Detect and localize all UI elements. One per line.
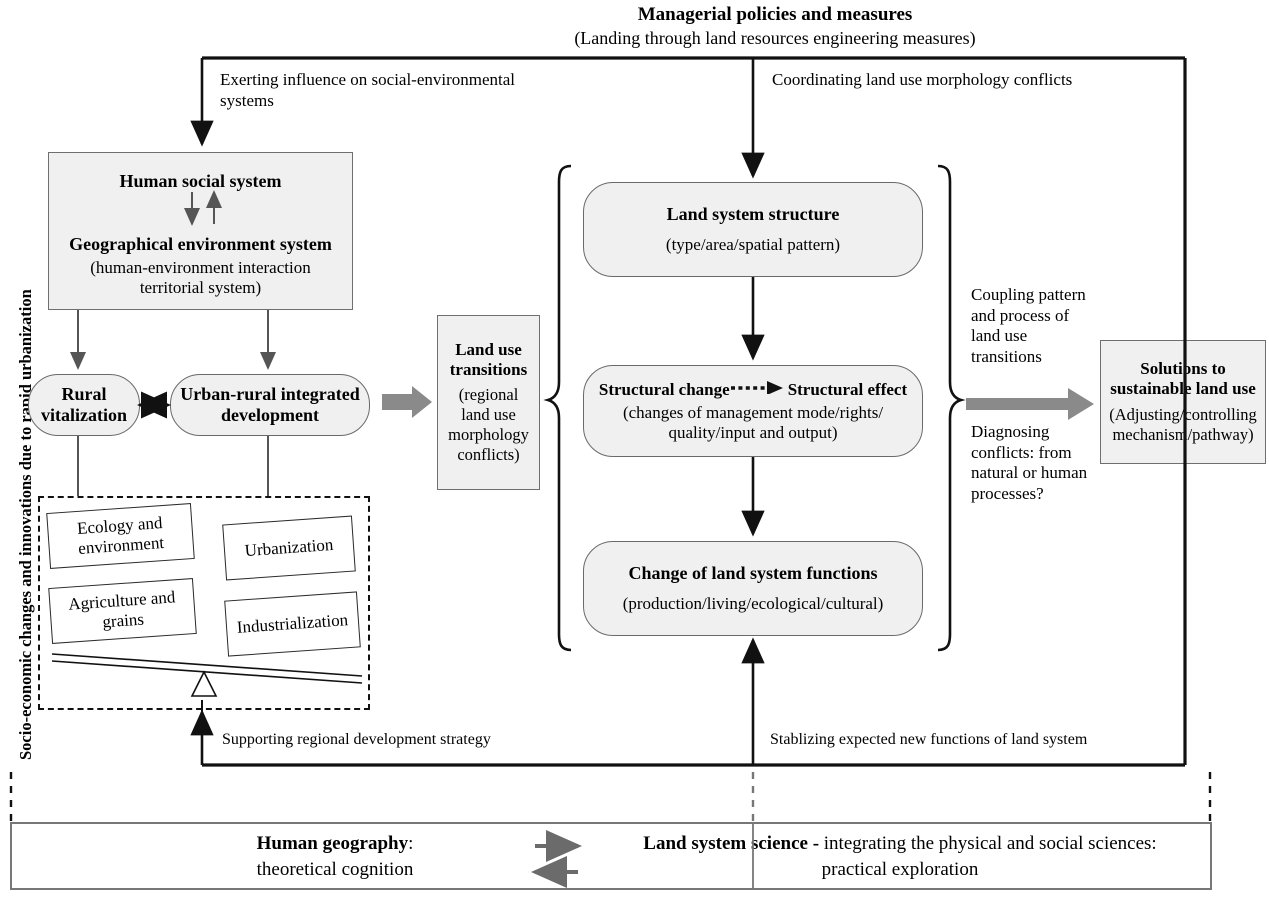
diagram-subtitle: (Landing through land resources engineer…: [574, 28, 976, 48]
balance-item-agriculture-label: Agriculture and grains: [67, 587, 176, 632]
land-system-structure-box: Land system structure (type/area/spatial…: [583, 182, 923, 277]
edge-label-top-left: Exerting influence on social-environment…: [220, 70, 516, 110]
balance-item-agriculture: Agriculture and grains: [48, 578, 197, 644]
footer-left-bold: Human geography: [256, 833, 409, 854]
structural-change-effect-box: Structural change Structural effect (cha…: [583, 365, 923, 457]
balance-item-urbanization: Urbanization: [222, 515, 356, 581]
edge-label-top-right: Coordinating land use morphology conflic…: [772, 70, 1073, 89]
rural-vitalization-line1: Rural: [61, 384, 107, 404]
urban-rural-development-node: Urban-rural integrated development: [170, 374, 370, 436]
balance-item-ecology-label: Ecology and environment: [76, 513, 165, 558]
footer-right-bold: Land system science -: [643, 833, 820, 854]
urban-rural-line1: Urban-rural integrated: [180, 384, 360, 404]
grey-arrow-1: [382, 386, 432, 418]
human-geo-system-box: Human social system Geographical environ…: [48, 152, 353, 310]
system-box-sub-2: territorial system): [139, 277, 262, 297]
balance-item-industrialization: Industrialization: [224, 591, 361, 657]
system-box-sub-1: (human-environment interaction: [90, 257, 311, 277]
balance-item-ecology: Ecology and environment: [46, 503, 195, 569]
transitions-sub-3: morphology: [448, 425, 529, 444]
structural-sub-1: (changes of management mode/rights/: [622, 402, 884, 422]
land-system-functions-title: Change of land system functions: [628, 563, 878, 583]
balance-item-urbanization-label: Urbanization: [244, 534, 334, 561]
land-system-structure-sub: (type/area/spatial pattern): [665, 235, 841, 254]
transitions-title-2: transitions: [449, 360, 528, 379]
footer-right-sub: practical exploration: [821, 859, 979, 880]
solutions-sub-1: (Adjusting/controlling: [1109, 405, 1257, 424]
structural-change-label: Structural change: [598, 379, 730, 399]
footer-left-sub: theoretical cognition: [256, 859, 414, 880]
urban-rural-line2: development: [221, 405, 319, 425]
footer-right-title: Land system science - integrating the ph…: [590, 832, 1210, 855]
footer-panel: [10, 822, 1212, 890]
geo-environment-system-label: Geographical environment system: [69, 233, 332, 254]
footer-right-rest: integrating the physical and social scie…: [819, 833, 1157, 854]
right-note-bottom: Diagnosing conflicts: from natural or hu…: [971, 422, 1088, 504]
dotted-arrow-icon: [730, 380, 787, 399]
grey-arrow-2: [966, 388, 1094, 420]
rural-vitalization-node: Rural vitalization: [28, 374, 140, 436]
balance-container: [38, 496, 370, 710]
human-social-system-label: Human social system: [119, 170, 282, 191]
structural-sub-2: quality/input and output): [668, 422, 838, 442]
footer-left-title: Human geography:: [160, 832, 510, 855]
right-note-top: Coupling pattern and process of land use…: [971, 285, 1086, 367]
solutions-sub-2: mechanism/pathway): [1112, 425, 1254, 444]
transitions-sub-2: land use: [461, 405, 516, 424]
land-use-transitions-box: Land use transitions (regional land use …: [437, 315, 540, 490]
solutions-title-2: sustainable land use: [1110, 379, 1256, 398]
transitions-sub-1: (regional: [458, 385, 519, 404]
edge-label-bottom-left: Supporting regional development strategy: [222, 731, 491, 748]
transitions-title-1: Land use: [455, 340, 522, 359]
land-system-functions-box: Change of land system functions (product…: [583, 541, 923, 636]
solutions-title-1: Solutions to: [1140, 359, 1226, 378]
land-system-functions-sub: (production/living/ecological/cultural): [622, 594, 884, 613]
balance-item-industrialization-label: Industrialization: [236, 610, 349, 637]
transitions-sub-4: conflicts): [457, 445, 520, 464]
rural-vitalization-line2: vitalization: [41, 405, 127, 425]
edge-label-bottom-right: Stablizing expected new functions of lan…: [770, 731, 1088, 748]
land-system-structure-title: Land system structure: [666, 204, 840, 224]
footer-left-colon: :: [408, 833, 414, 854]
side-label: Socio-economic changes and innovations d…: [16, 289, 35, 760]
solutions-box: Solutions to sustainable land use (Adjus…: [1100, 340, 1266, 464]
structural-effect-label: Structural effect: [787, 379, 908, 399]
diagram-title: Managerial policies and measures: [637, 4, 913, 25]
